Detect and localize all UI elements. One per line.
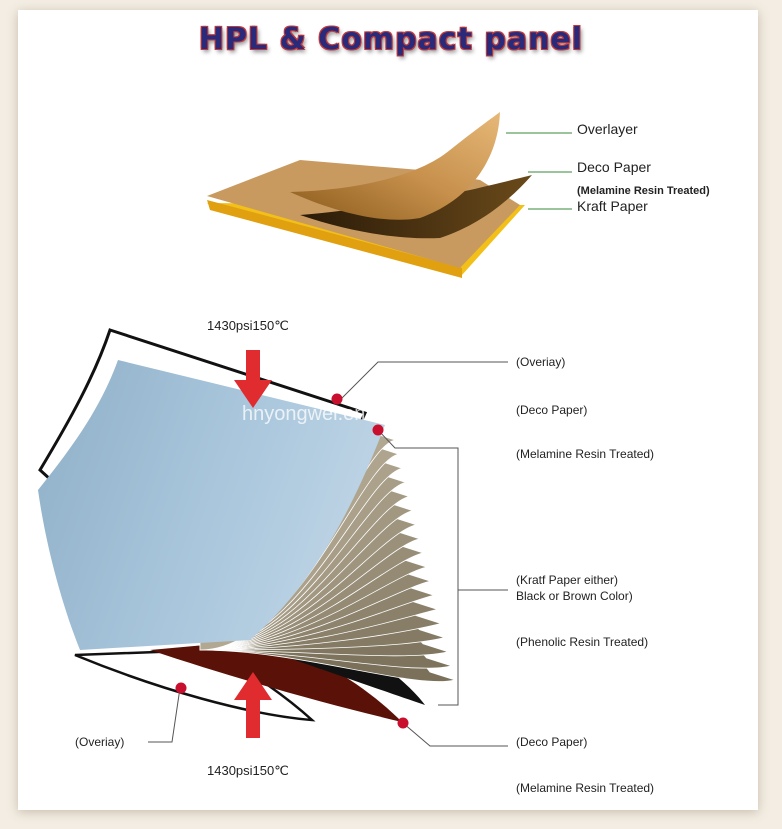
label-melamine-note: (Melamine Resin Treated) — [577, 185, 710, 197]
label-overlay-top: (Overiay) — [516, 355, 565, 369]
top-board-diagram: Overlayer Deco Paper (Melamine Resin Tre… — [207, 112, 710, 278]
label-melamine-bottom: (Melamine Resin Treated) — [516, 781, 654, 795]
label-kraft-line2: Black or Brown Color) — [516, 589, 633, 603]
kraft-core-edge — [207, 200, 462, 278]
label-pressure-bottom: 1430psi150℃ — [207, 763, 289, 778]
marker-deco-bottom — [397, 717, 409, 729]
pressure-arrow-bottom — [234, 672, 272, 738]
marker-overlay-top — [331, 393, 343, 405]
label-deco-bottom: (Deco Paper) — [516, 735, 587, 749]
label-phenolic: (Phenolic Resin Treated) — [516, 635, 648, 649]
label-kraft-line1: (Kratf Paper either) — [516, 573, 618, 587]
label-pressure-top: 1430psi150℃ — [207, 318, 289, 333]
top-overlay-sheet — [38, 360, 385, 650]
leader-deco-bottom — [402, 722, 508, 747]
overlayer-curl — [290, 112, 500, 220]
marker-deco-top — [372, 424, 384, 436]
label-melamine-top: (Melamine Resin Treated) — [516, 447, 654, 461]
label-overlayer: Overlayer — [577, 121, 638, 137]
main-layer-diagram: 1430psi150℃ 1430psi150℃ hnyongwei.en.ali… — [38, 318, 654, 795]
marker-overlay-bottom — [175, 682, 187, 694]
label-kraft-paper: Kraft Paper — [577, 198, 648, 214]
label-overlay-bottom: (Overiay) — [75, 735, 124, 749]
label-deco-paper: Deco Paper — [577, 159, 651, 175]
watermark: hnyongwei.en.alibaba.com — [242, 403, 479, 425]
leader-deco-top — [377, 429, 459, 706]
leader-overlay-top — [339, 361, 508, 401]
label-deco-top: (Deco Paper) — [516, 403, 587, 417]
bottom-deco-sheet — [150, 640, 402, 722]
page-title: HPL & Compact panel — [198, 22, 584, 57]
pressure-arrow-top — [234, 350, 272, 408]
leader-overlay-bottom — [148, 687, 181, 743]
